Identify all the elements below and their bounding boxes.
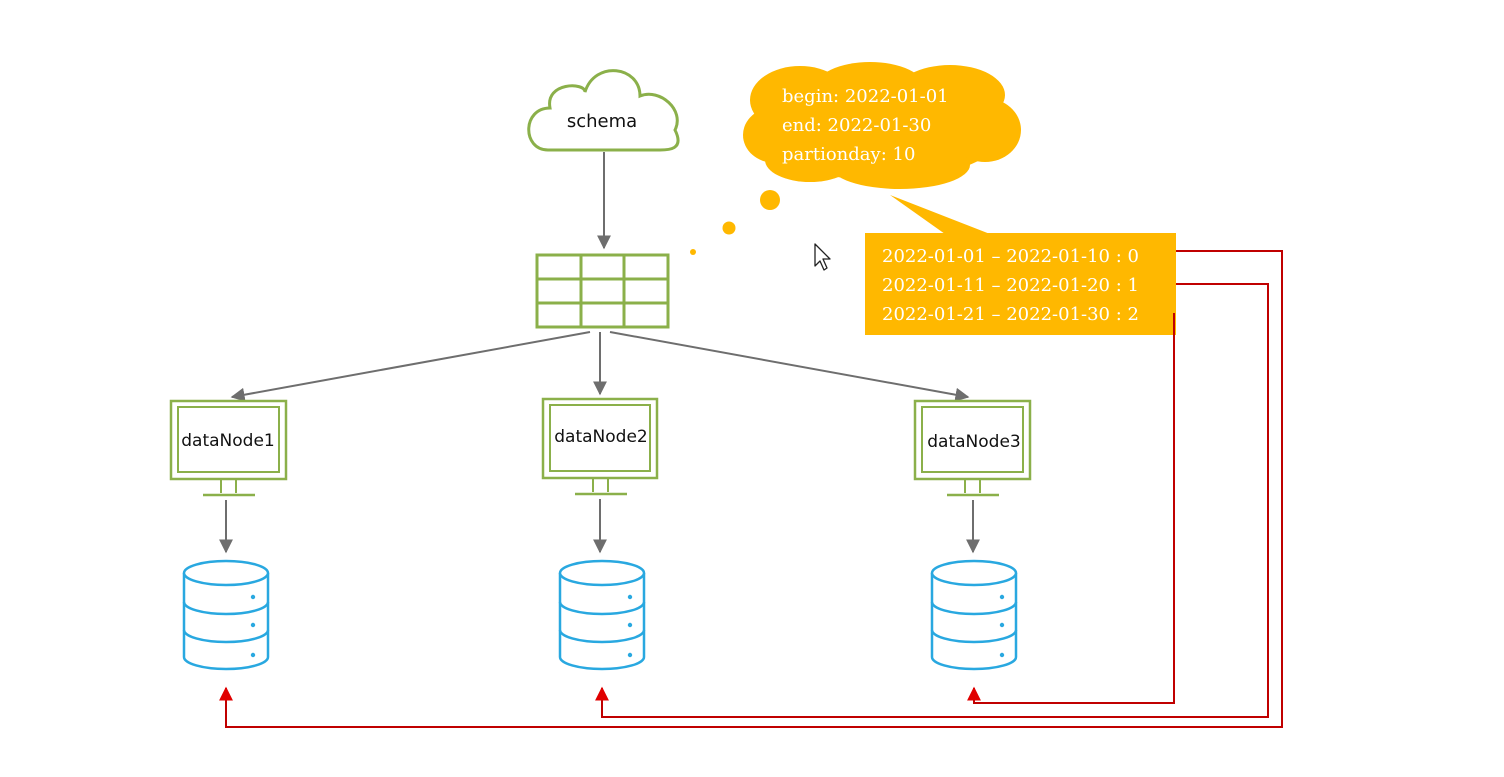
data-node-1: dataNode1	[169, 399, 288, 497]
mouse-cursor-icon	[814, 243, 831, 271]
node-2-label: dataNode2	[554, 427, 647, 447]
data-node-3: dataNode3	[913, 399, 1032, 497]
thought-dot-small	[690, 249, 696, 255]
route-partition-1-to-db2	[595, 283, 1269, 718]
table-icon	[535, 253, 670, 329]
database-icon	[182, 559, 270, 671]
database-icon	[930, 559, 1018, 671]
bubble-line-3: partionday: 10	[782, 144, 915, 165]
partition-callout: 2022-01-01 – 2022-01-10 : 0 2022-01-11 –…	[865, 195, 1176, 335]
node-3-label: dataNode3	[927, 432, 1020, 452]
thought-dot-large	[760, 190, 780, 210]
arrow-table-to-node1	[230, 331, 591, 402]
schema-cloud: schema	[527, 69, 680, 152]
partition-routing	[219, 250, 1283, 728]
monitor-icon	[169, 399, 288, 497]
monitor-icon	[541, 397, 659, 496]
route-partition-0-to-db1	[219, 250, 1283, 728]
data-node-2: dataNode2	[541, 397, 659, 496]
schema-label: schema	[567, 111, 637, 132]
route-partition-2-to-db3	[967, 313, 1175, 704]
partition-box	[865, 233, 1176, 335]
database-3	[930, 559, 1018, 671]
monitor-icon	[913, 399, 1032, 497]
database-icon	[558, 559, 646, 671]
bubble-line-1: begin: 2022-01-01	[782, 86, 949, 107]
thought-bubble: begin: 2022-01-01 end: 2022-01-30 partio…	[690, 62, 1021, 255]
thought-dot-medium	[722, 221, 736, 235]
partition-row-1: 2022-01-01 – 2022-01-10 : 0	[882, 246, 1139, 267]
callout-pointer	[890, 195, 990, 234]
partition-row-2: 2022-01-11 – 2022-01-20 : 1	[882, 275, 1139, 296]
arrow-table-to-node3	[609, 331, 970, 402]
partition-row-3: 2022-01-21 – 2022-01-30 : 2	[882, 304, 1139, 325]
thought-bubble-cloud	[743, 62, 1021, 189]
bubble-line-2: end: 2022-01-30	[782, 115, 931, 136]
node-1-label: dataNode1	[181, 431, 274, 451]
cloud-icon	[527, 69, 680, 152]
database-2	[558, 559, 646, 671]
database-1	[182, 559, 270, 671]
